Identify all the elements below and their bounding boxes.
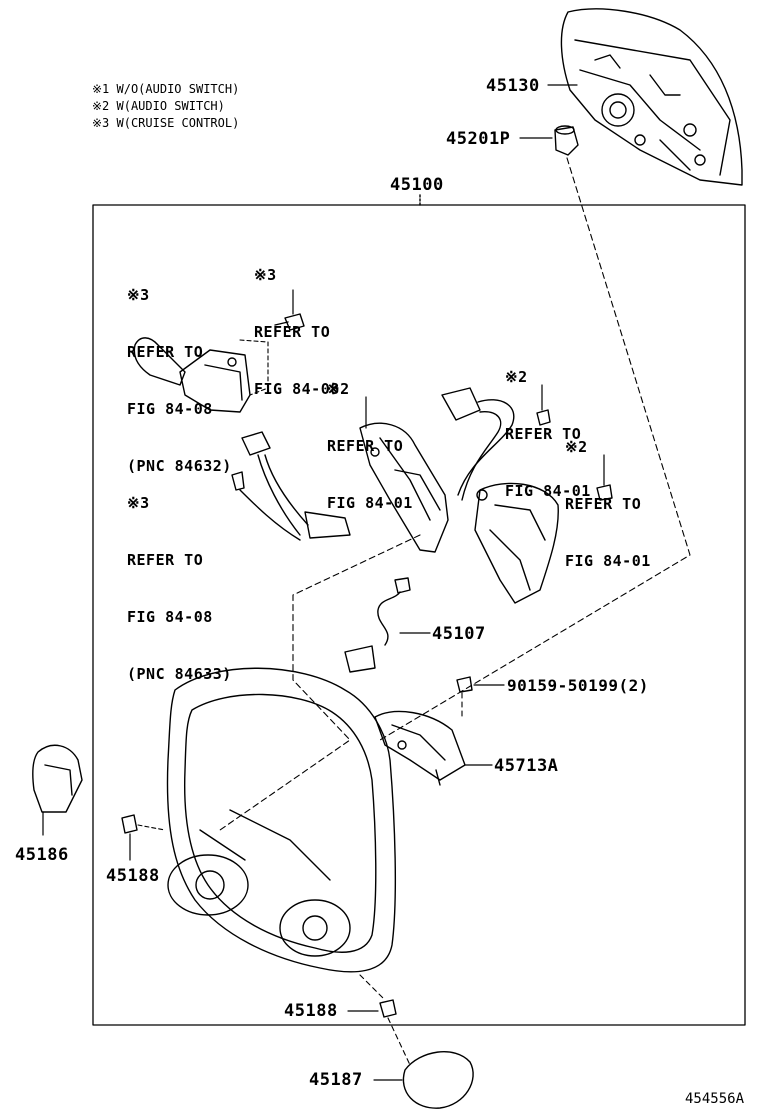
cover-part-45186 xyxy=(32,744,83,813)
part-label-45186[interactable]: 45186 xyxy=(15,845,69,865)
part-label-45188-lower[interactable]: 45188 xyxy=(284,1001,338,1021)
screw-part-45188-lower xyxy=(379,999,397,1018)
audio-switch-right-part xyxy=(474,482,559,604)
ref-audio-right[interactable]: ※2 REFER TO FIG 84-01 xyxy=(565,400,651,590)
note-line-2: ※2 W(AUDIO SWITCH) xyxy=(92,99,225,113)
cruise-screw-part xyxy=(274,313,305,331)
ref-cruise-lever-line2: FIG 84-08 xyxy=(127,400,213,418)
ref-cruise-screw-line2: FIG 84-08 xyxy=(254,380,340,398)
note-line-1: ※1 W/O(AUDIO SWITCH) xyxy=(92,82,240,96)
clip-part-45201p xyxy=(554,125,579,156)
ref-audio-left-mark: ※2 xyxy=(327,380,350,398)
part-label-45130[interactable]: 45130 xyxy=(486,76,540,96)
leader-clip-dashed xyxy=(379,157,691,741)
part-label-45713a[interactable]: 45713A xyxy=(494,756,559,776)
ref-audio-screw-line1: REFER TO xyxy=(505,425,582,443)
steering-wheel-part xyxy=(166,667,397,973)
audio-connector-part xyxy=(441,387,515,501)
ref-cruise-lever[interactable]: ※3 REFER TO FIG 84-08 (PNC 84632) xyxy=(127,248,232,495)
harness-part-45107 xyxy=(344,577,411,673)
cruise-harness-part xyxy=(231,431,351,541)
cover-part-45713a xyxy=(374,710,466,786)
part-label-45188-upper[interactable]: 45188 xyxy=(106,866,160,886)
audio-right-screw-part xyxy=(596,484,613,501)
ref-cruise-harness-mark: ※3 xyxy=(127,494,150,512)
ref-audio-screw-line2: FIG 84-01 xyxy=(505,482,591,500)
cap-part-45187 xyxy=(402,1051,474,1109)
cruise-lever-part xyxy=(133,337,251,413)
ref-cruise-harness-line2: FIG 84-08 xyxy=(127,608,213,626)
ref-cruise-screw[interactable]: ※3 REFER TO FIG 84-08 xyxy=(254,228,340,418)
ref-audio-right-mark: ※2 xyxy=(565,438,588,456)
ref-cruise-screw-mark: ※3 xyxy=(254,266,277,284)
part-label-45187[interactable]: 45187 xyxy=(309,1070,363,1090)
ref-cruise-harness[interactable]: ※3 REFER TO FIG 84-08 (PNC 84633) xyxy=(127,456,232,703)
assembly-frame xyxy=(92,204,746,1026)
ref-audio-left[interactable]: ※2 REFER TO FIG 84-01 xyxy=(327,342,413,532)
screw-part-45188-upper xyxy=(121,814,138,834)
ref-cruise-harness-line1: REFER TO xyxy=(127,551,204,569)
part-label-45201p[interactable]: 45201P xyxy=(446,129,511,149)
ref-cruise-lever-line1: REFER TO xyxy=(127,343,204,361)
ref-cruise-lever-mark: ※3 xyxy=(127,286,150,304)
ref-audio-left-line2: FIG 84-01 xyxy=(327,494,413,512)
part-label-45100[interactable]: 45100 xyxy=(390,175,444,195)
ref-cruise-screw-line1: REFER TO xyxy=(254,323,331,341)
ref-cruise-lever-line3: (PNC 84632) xyxy=(127,457,232,475)
ref-audio-right-line2: FIG 84-01 xyxy=(565,552,651,570)
ref-audio-screw-mark: ※2 xyxy=(505,368,528,386)
ref-audio-screw[interactable]: ※2 REFER TO FIG 84-01 xyxy=(505,330,591,520)
ref-audio-left-line1: REFER TO xyxy=(327,437,404,455)
ref-cruise-harness-line3: (PNC 84633) xyxy=(127,665,232,683)
audio-switch-left-part xyxy=(359,422,449,553)
note-line-3: ※3 W(CRUISE CONTROL) xyxy=(92,116,240,130)
bolt-part-90159 xyxy=(456,676,473,693)
horn-pad-part xyxy=(560,8,743,186)
figure-code: 454556A xyxy=(685,1091,745,1107)
audio-screw-part xyxy=(536,409,551,426)
part-label-45107[interactable]: 45107 xyxy=(432,624,486,644)
ref-audio-right-line1: REFER TO xyxy=(565,495,642,513)
part-label-90159[interactable]: 90159-50199(2) xyxy=(507,676,649,695)
